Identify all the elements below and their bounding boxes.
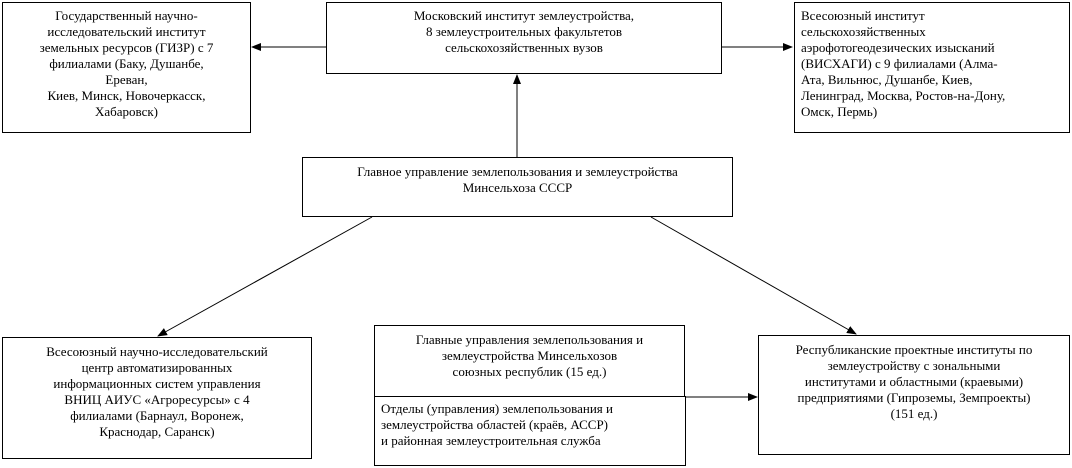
node-vniits-aius: Всесоюзный научно-исследовательский цент… (2, 337, 312, 459)
node-gizr: Государственный научно- исследовательски… (2, 2, 251, 133)
arrow-main-to-institutes (650, 216, 857, 335)
node-republic-institutes: Республиканские проектные институты по з… (758, 335, 1070, 455)
node-oblast-departments: Отделы (управления) землепользования и з… (374, 396, 686, 466)
arrow-main-to-vniits (157, 216, 373, 337)
node-republic-administrations: Главные управления землепользования и зе… (374, 325, 685, 397)
node-vishagi: Всесоюзный институт сельскохозяйственных… (794, 2, 1070, 133)
node-main-administration: Главное управление землепользования и зе… (302, 157, 733, 217)
node-moscow-institute: Московский институт землеустройства, 8 з… (326, 2, 722, 74)
